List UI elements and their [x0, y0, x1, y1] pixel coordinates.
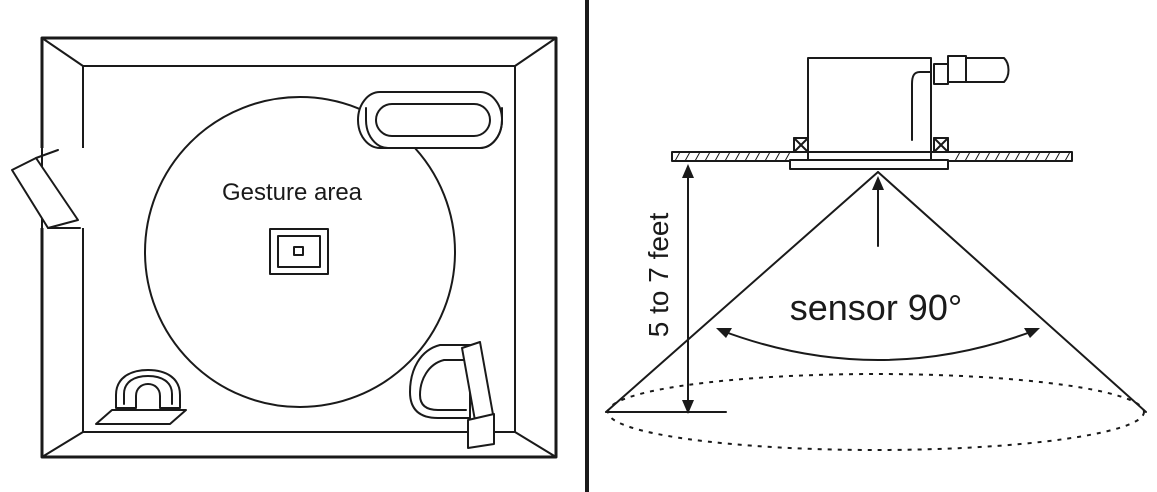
door-icon [11, 147, 86, 229]
ceiling-board [671, 151, 1073, 170]
gesture-area-label: Gesture area [222, 179, 363, 206]
angle-arc [716, 328, 1040, 361]
toilet-icon [409, 341, 495, 449]
sensor-icon [269, 228, 329, 275]
room-walls [40, 36, 558, 459]
detection-cone [605, 171, 1147, 451]
height-dimension-arrow [682, 164, 694, 414]
bathtub-icon [357, 91, 503, 149]
height-label: 5 to 7 feet [643, 213, 674, 338]
ceiling-sensor-icon [793, 55, 1010, 161]
room-floor-plan: Gesture area [11, 36, 558, 459]
sink-icon [95, 369, 187, 425]
sensor-axis-arrow [872, 176, 884, 247]
angle-label: sensor 90° [790, 287, 963, 328]
side-view: 5 to 7 feet sensor 90° [605, 55, 1147, 451]
gesture-area-circle [144, 96, 456, 408]
